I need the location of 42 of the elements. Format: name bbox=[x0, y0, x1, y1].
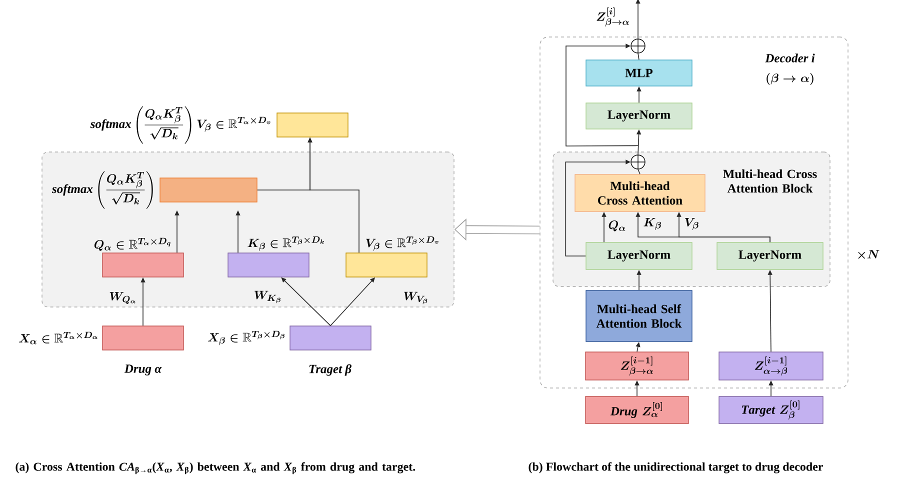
edge-label: $Q_\alpha$ bbox=[608, 220, 626, 232]
process-box: Multi-head Self Attention Block bbox=[586, 290, 692, 342]
matrix-box bbox=[346, 252, 428, 278]
add-circle bbox=[630, 38, 646, 54]
process-box: $Z^{[i-1]}_{\alpha\to\beta}$ bbox=[718, 352, 824, 380]
arrow bbox=[636, 0, 640, 40]
connector bbox=[638, 168, 640, 175]
formula-label: $Q_\alpha \in \mathbb{R}^{T_\alpha\times D_q}$ bbox=[94, 238, 170, 251]
add-circle bbox=[630, 154, 646, 170]
repeat-label: $\times N$ bbox=[858, 250, 880, 259]
caption: (a) Cross Attention CA$_{β→α}$(X$_{α}$, X$_{β}$) between X$_{α}$ and X$_{β}$ from drug and target. bbox=[16, 462, 416, 474]
matrix-box bbox=[102, 252, 184, 278]
formula-label: $\mathit{softmax}\left(\frac{Q_\alpha K_\beta^T}{\sqrt{D_k}}\right)$ bbox=[52, 171, 153, 209]
formula-label: $\mathit{softmax}\left(\frac{Q_\alpha K_\beta^T}{\sqrt{D_k}}\right)V_\beta \in \mathbb{R}^{T_\alpha\times D_v}$ bbox=[90, 106, 270, 144]
connector bbox=[638, 52, 640, 60]
process-box: LayerNorm bbox=[716, 242, 824, 270]
matrix-box bbox=[290, 326, 372, 350]
matrix-box bbox=[228, 252, 310, 278]
formula-label: $X_\alpha \in \mathbb{R}^{T_\alpha\times D_\alpha}$ bbox=[18, 332, 98, 344]
input-label: Traget β bbox=[309, 364, 352, 376]
edge-label: $W_{Q_\alpha}$ bbox=[110, 292, 136, 304]
process-box: $\mathit{Target}\ Z^{[0]}_{\beta}$ bbox=[718, 396, 824, 424]
edge-label: $V_\beta$ bbox=[685, 218, 698, 230]
input-label: Drug α bbox=[124, 364, 162, 376]
caption: (b) Flowchart of the unidirectional target to drug decoder bbox=[528, 462, 824, 474]
process-box: LayerNorm bbox=[586, 242, 692, 270]
edge-label: $Z^{[i]}_{\beta\to\alpha}$ bbox=[596, 8, 629, 26]
formula-label: $X_\beta \in \mathbb{R}^{T_\beta\times D_\beta}$ bbox=[208, 330, 284, 346]
process-box: LayerNorm bbox=[586, 102, 692, 130]
formula-label: $V_\beta \in \mathbb{R}^{T_\beta\times D_v}$ bbox=[366, 236, 438, 251]
edge-label: $W_{K_\beta}$ bbox=[254, 290, 280, 304]
process-box: Multi-head Cross Attention bbox=[574, 174, 706, 212]
arrow bbox=[566, 44, 638, 146]
process-box: $\mathit{Drug}\ Z^{[0]}_{\alpha}$ bbox=[585, 396, 689, 424]
formula-label: $K_\beta \in \mathbb{R}^{T_\beta\times D_k}$ bbox=[248, 236, 324, 251]
process-box: $Z^{[i-1]}_{\beta\to\alpha}$ bbox=[585, 352, 689, 380]
matrix-box bbox=[276, 112, 348, 138]
edge-label: $W_{V_\beta}$ bbox=[404, 292, 428, 304]
matrix-box bbox=[160, 178, 258, 202]
edge-label: $K_\beta$ bbox=[644, 218, 661, 230]
process-box: MLP bbox=[586, 60, 692, 86]
matrix-box bbox=[102, 326, 184, 350]
